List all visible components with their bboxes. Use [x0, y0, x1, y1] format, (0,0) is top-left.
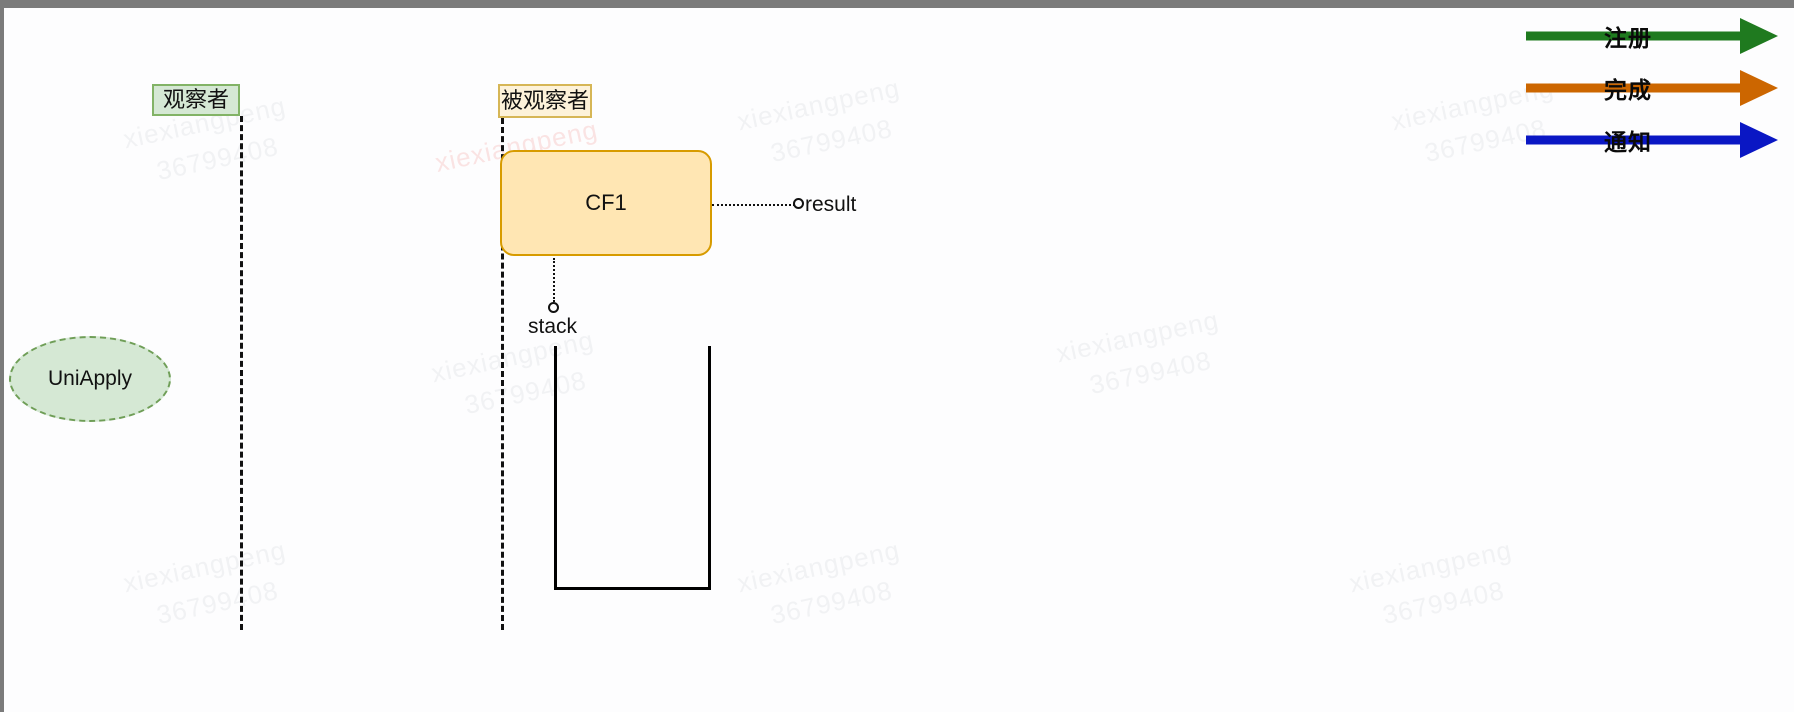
- legend-item-complete[interactable]: 完成: [1526, 62, 1786, 114]
- legend-arrow-register-icon: [1526, 18, 1778, 54]
- legend: 注册 完成 通知: [1526, 10, 1786, 166]
- watermark: xiexiangpeng 36799408: [734, 532, 911, 640]
- node-cf1-label: CF1: [585, 190, 627, 215]
- lifeline-subject: [501, 118, 504, 630]
- node-cf1[interactable]: CF1: [500, 150, 712, 256]
- connector-result-endpoint-icon: [793, 198, 804, 209]
- participant-subject-label: 被观察者: [500, 88, 589, 113]
- legend-arrow-notify-icon: [1526, 122, 1778, 158]
- connector-result-line: [712, 204, 795, 206]
- legend-arrow-complete-icon: [1526, 70, 1778, 106]
- legend-item-register[interactable]: 注册: [1526, 10, 1786, 62]
- participant-subject[interactable]: 被观察者: [498, 84, 592, 118]
- watermark: xiexiangpeng 36799408: [734, 70, 911, 178]
- node-uniapply[interactable]: UniApply: [9, 336, 171, 422]
- stack-frame-bracket: [554, 346, 711, 590]
- watermark: xiexiangpeng 36799408: [120, 532, 297, 640]
- connector-stack-line: [553, 258, 555, 302]
- connector-result-label: result: [805, 193, 857, 216]
- watermark: xiexiangpeng 36799408: [1346, 532, 1523, 640]
- legend-item-complete-label: 完成: [1604, 77, 1652, 103]
- lifeline-observer: [240, 116, 243, 630]
- participant-observer[interactable]: 观察者: [152, 84, 240, 116]
- connector-stack-endpoint-icon: [548, 302, 559, 313]
- watermark: xiexiangpeng 36799408: [1053, 302, 1230, 410]
- node-uniapply-label: UniApply: [47, 367, 133, 390]
- legend-item-notify-label: 通知: [1604, 129, 1652, 155]
- legend-item-register-label: 注册: [1604, 25, 1652, 51]
- participant-observer-label: 观察者: [162, 87, 229, 112]
- connector-stack-label: stack: [528, 315, 578, 338]
- legend-item-notify[interactable]: 通知: [1526, 114, 1786, 166]
